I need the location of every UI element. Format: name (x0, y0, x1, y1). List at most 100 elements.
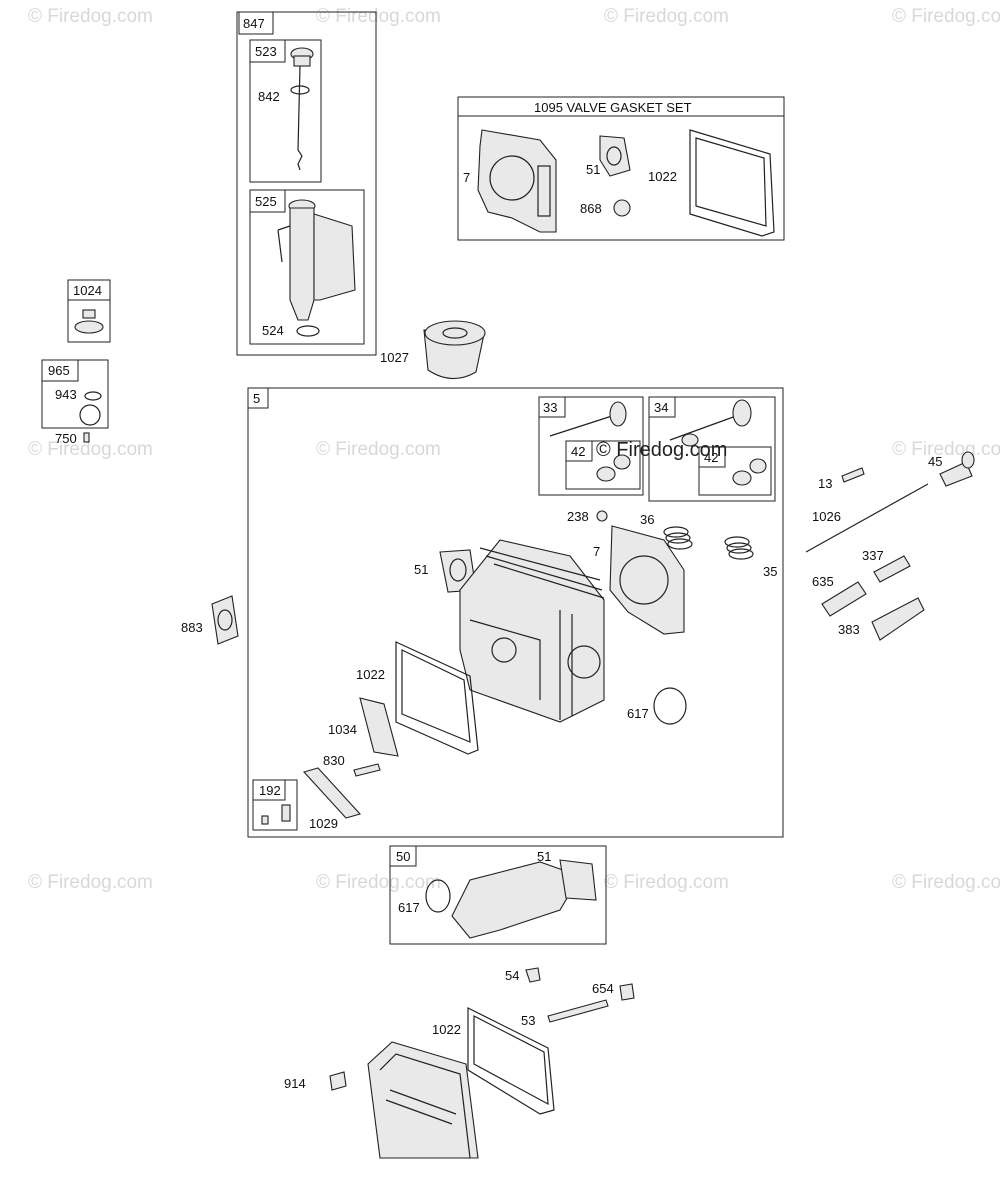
box-34 (648, 396, 776, 502)
head-gasket-main (609, 525, 685, 635)
box-50 (389, 845, 607, 945)
rocker-gasket-inner (401, 649, 471, 743)
label-1022-gasket-set: 1022 (648, 169, 677, 184)
watermark-overlay: © Firedog.com (596, 439, 727, 461)
valve-keeper-c (681, 433, 699, 447)
label-1022-cover: 1022 (432, 1022, 461, 1037)
group-50: 50 617 51 (389, 845, 607, 945)
watermarks: © Firedog.com © Firedog.com © Firedog.co… (28, 6, 1000, 893)
nut-654 (619, 983, 635, 1001)
dipstick-tube-bracket (313, 213, 356, 301)
box-5 (247, 387, 784, 838)
label-635: 635 (812, 574, 834, 589)
box-965-number: 965 (48, 363, 70, 378)
label-238: 238 (567, 509, 589, 524)
label-1034: 1034 (328, 722, 357, 737)
label-830: 830 (323, 753, 345, 768)
box-1024 (67, 279, 111, 343)
exhaust-valve-head (732, 399, 752, 427)
label-383: 383 (838, 622, 860, 637)
seal-943 (84, 391, 102, 401)
oring-617-head (653, 687, 687, 725)
manifold-gasket (559, 859, 597, 901)
valve-seal-a (596, 466, 616, 482)
box-50-tag (389, 845, 417, 867)
box-42-b-tag (698, 446, 726, 468)
cover-gasket (467, 1007, 555, 1115)
cylinder-head (459, 539, 605, 723)
oil-filter-port (442, 327, 468, 339)
boot-383 (871, 597, 925, 641)
box-192-number: 192 (259, 783, 281, 798)
label-54: 54 (505, 968, 519, 983)
label-51-manifold: 51 (537, 849, 551, 864)
label-883: 883 (181, 620, 203, 635)
valve-seal-b (732, 470, 752, 486)
label-1027: 1027 (380, 350, 409, 365)
box-34-tag (648, 396, 676, 418)
label-617-manifold: 617 (398, 900, 420, 915)
valve-keeper-b (749, 458, 767, 474)
ring-965 (79, 404, 101, 426)
label-45: 45 (928, 454, 942, 469)
box-42-b-number: 42 (704, 450, 718, 465)
valve-cover-group: 54 654 53 1022 914 (284, 967, 635, 1159)
box-525 (249, 189, 365, 345)
oil-fill-cap-top (82, 309, 96, 319)
oil-fill-cap (74, 320, 104, 334)
watermark: © Firedog.com (604, 6, 729, 27)
dipstick-cap-body (293, 55, 311, 67)
watermark: © Firedog.com (892, 439, 1000, 460)
box-50-number: 50 (396, 849, 410, 864)
breather-plate (359, 697, 399, 757)
watermark: © Firedog.com (316, 6, 441, 27)
group-1095: 1095 VALVE GASKET SET 7 51 868 1022 (457, 96, 785, 241)
watermark: © Firedog.com (28, 439, 153, 460)
sleeve-635 (821, 581, 867, 617)
watermark: © Firedog.com (28, 6, 153, 27)
intake-manifold (451, 861, 581, 939)
watermark: © Firedog.com (892, 872, 1000, 893)
intake-gasket-main-port (449, 558, 467, 582)
head-gasket (477, 129, 557, 233)
group-847: 847 523 842 525 524 (236, 11, 377, 356)
label-524: 524 (262, 323, 284, 338)
box-965-tag (41, 359, 79, 382)
label-53: 53 (521, 1013, 535, 1028)
rocker-gasket (395, 641, 479, 755)
gasket-set-title: 1095 VALVE GASKET SET (534, 100, 692, 115)
head-gasket-slot (537, 165, 551, 217)
intake-gasket-port (606, 146, 622, 166)
valve-cover (367, 1041, 479, 1159)
tube-oring (296, 325, 320, 337)
box-525-tag (249, 189, 286, 213)
valve-cover-rim (379, 1053, 471, 1159)
dipstick-rod (297, 65, 303, 171)
label-51-head: 51 (414, 562, 428, 577)
group-965: 965 943 750 (41, 359, 109, 446)
box-42-a-number: 42 (571, 444, 585, 459)
valve-cover-gasket (689, 129, 775, 237)
box-192-tag (252, 779, 286, 801)
box-33 (538, 396, 644, 496)
pushrod-1026 (805, 483, 929, 553)
rocker-1029 (302, 767, 362, 819)
fitting-750 (83, 432, 90, 443)
box-523-tag (249, 39, 286, 63)
watermark: © Firedog.com (892, 6, 1000, 27)
screw-13 (841, 467, 865, 483)
label-51-gasket-set: 51 (586, 162, 600, 177)
pin-238 (596, 510, 608, 522)
box-523-number: 523 (255, 44, 277, 59)
label-35: 35 (763, 564, 777, 579)
nut-192 (261, 815, 269, 825)
gasket-883: 883 (181, 595, 239, 645)
watermark: © Firedog.com (604, 872, 729, 893)
screw-192 (281, 804, 291, 822)
label-654: 654 (592, 981, 614, 996)
valve-cover-emblem (385, 1089, 457, 1125)
dipstick-tube (289, 207, 315, 321)
spark-plug-337 (873, 555, 911, 583)
head-gasket-bore (489, 155, 535, 201)
